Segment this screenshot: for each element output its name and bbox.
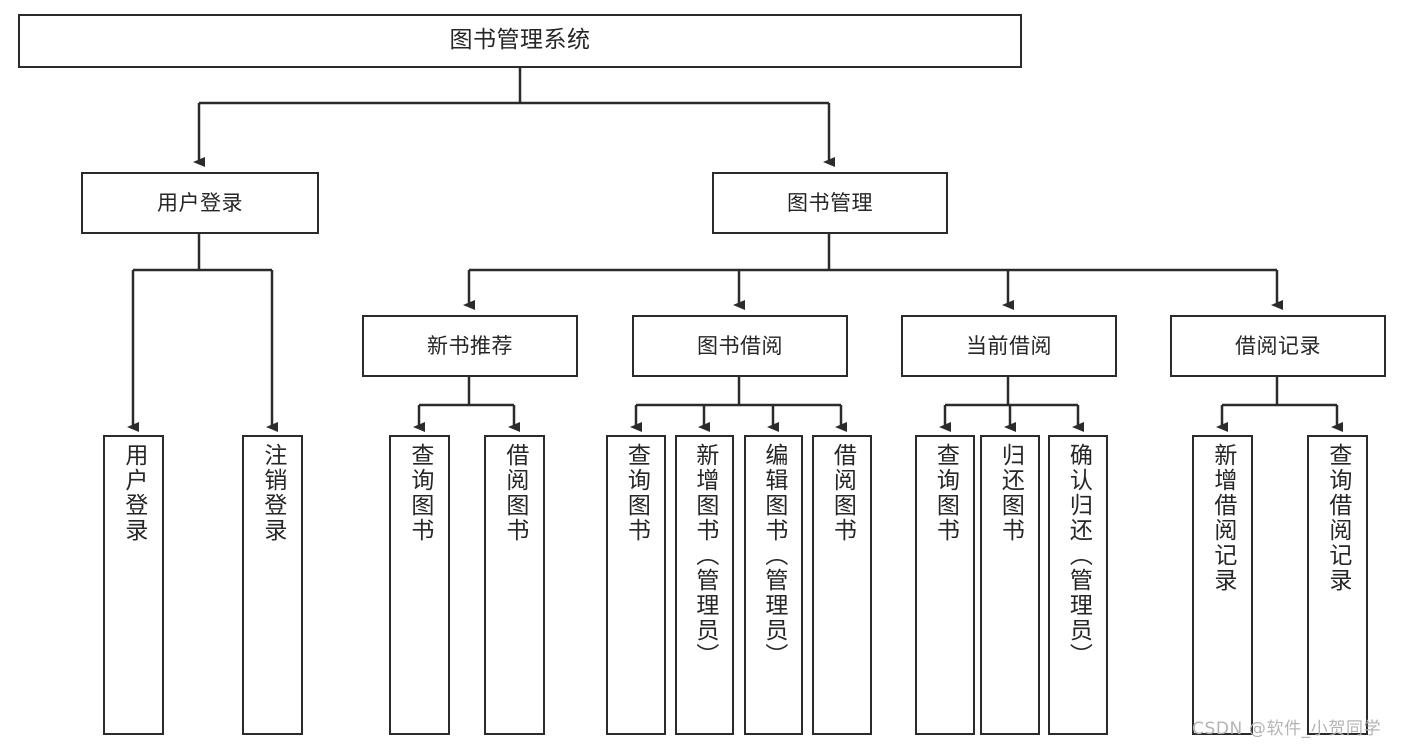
node-label: 查询图书	[623, 443, 650, 543]
node-label: 新增图书（管理员）	[691, 443, 718, 668]
leaf-logout[interactable]: 注销登录	[242, 435, 303, 735]
node-book-management[interactable]: 图书管理	[712, 172, 948, 234]
leaf-edit-book-admin[interactable]: 编辑图书（管理员）	[744, 435, 803, 735]
leaf-query-borrow-record[interactable]: 查询借阅记录	[1307, 435, 1368, 735]
node-book-borrow[interactable]: 图书借阅	[632, 315, 848, 377]
leaf-user-login[interactable]: 用户登录	[103, 435, 164, 735]
node-label: 借阅记录	[1235, 333, 1321, 358]
node-label: 确认归还（管理员）	[1065, 443, 1092, 668]
node-label: 借阅图书	[501, 443, 528, 543]
node-label: 查询图书	[406, 443, 433, 543]
leaf-query-book-current[interactable]: 查询图书	[915, 435, 975, 735]
node-label: 图书管理	[787, 190, 873, 215]
node-label: 查询借阅记录	[1324, 443, 1351, 593]
node-label: 图书借阅	[697, 333, 783, 358]
leaf-add-book-admin[interactable]: 新增图书（管理员）	[675, 435, 734, 735]
node-label: 借阅图书	[829, 443, 856, 543]
csdn-watermark: CSDN @软件_小贺同学	[1192, 719, 1382, 739]
node-label: 用户登录	[120, 443, 147, 543]
leaf-return-book[interactable]: 归还图书	[980, 435, 1040, 735]
node-label: 注销登录	[259, 443, 286, 543]
node-new-book-recommend[interactable]: 新书推荐	[362, 315, 578, 377]
node-label: 编辑图书（管理员）	[760, 443, 787, 668]
node-label: 用户登录	[157, 190, 243, 215]
leaf-query-book-newbook[interactable]: 查询图书	[389, 435, 450, 735]
node-label: 当前借阅	[966, 333, 1052, 358]
node-label: 图书管理系统	[449, 27, 591, 54]
leaf-borrow-book[interactable]: 借阅图书	[812, 435, 872, 735]
leaf-borrow-book-newbook[interactable]: 借阅图书	[484, 435, 545, 735]
node-label: 归还图书	[997, 443, 1024, 543]
leaf-query-book-borrow[interactable]: 查询图书	[606, 435, 666, 735]
node-borrow-record[interactable]: 借阅记录	[1170, 315, 1386, 377]
node-label: 新书推荐	[427, 333, 513, 358]
node-label: 查询图书	[932, 443, 959, 543]
node-user-login[interactable]: 用户登录	[81, 172, 319, 234]
node-root-system[interactable]: 图书管理系统	[18, 14, 1022, 68]
leaf-confirm-return-admin[interactable]: 确认归还（管理员）	[1048, 435, 1108, 735]
node-label: 新增借阅记录	[1209, 443, 1236, 593]
leaf-add-borrow-record[interactable]: 新增借阅记录	[1192, 435, 1253, 735]
node-current-borrow[interactable]: 当前借阅	[901, 315, 1117, 377]
